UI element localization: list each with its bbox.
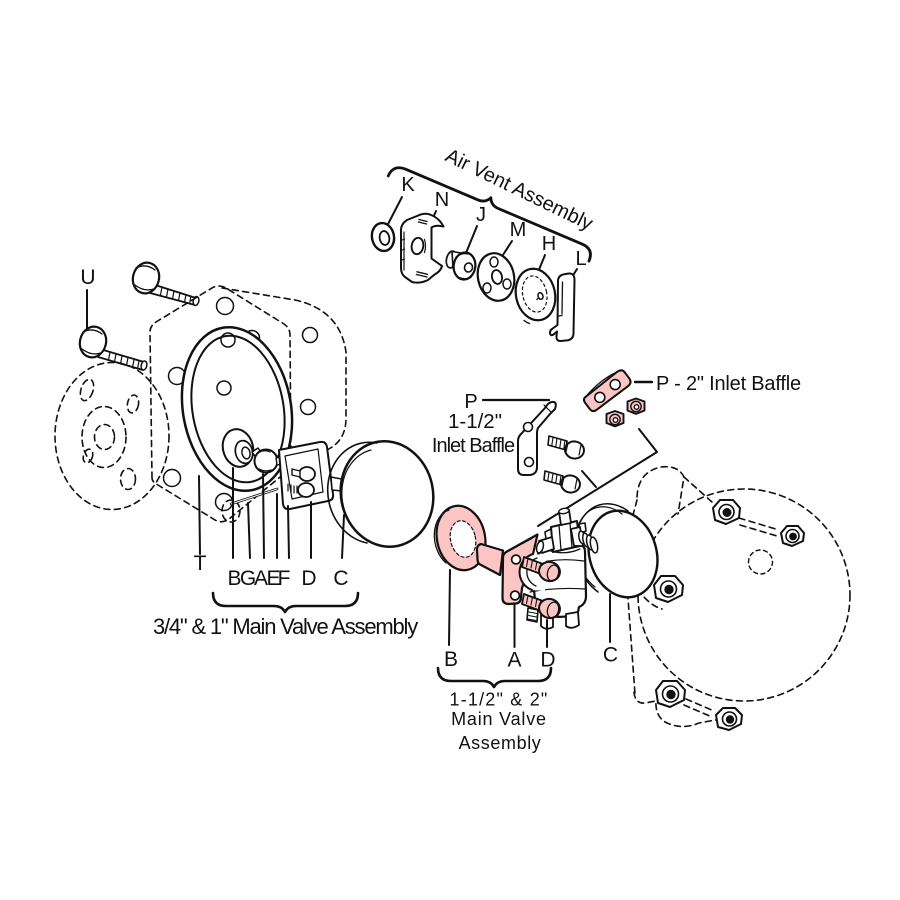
svg-text:1-1/2": 1-1/2" [448,410,502,433]
svg-text:C: C [333,567,348,590]
svg-text:A: A [254,567,268,590]
svg-text:J: J [476,204,486,226]
svg-text:U: U [80,266,95,289]
svg-text:M: M [510,219,527,241]
svg-text:C: C [603,644,618,667]
svg-text:3/4" & 1" Main Valve Assembly: 3/4" & 1" Main Valve Assembly [153,614,418,639]
svg-text:P: P [464,391,477,413]
svg-text:Assembly: Assembly [459,733,542,753]
svg-text:B: B [227,567,241,590]
svg-text:K: K [401,174,415,196]
svg-text:E: E [266,567,280,590]
svg-text:1-1/2" & 2": 1-1/2" & 2" [449,690,548,710]
svg-text:L: L [575,248,586,270]
svg-text:N: N [435,189,449,211]
svg-text:H: H [542,233,556,255]
svg-text:G: G [240,567,256,590]
svg-text:Main Valve: Main Valve [451,709,547,729]
svg-text:F: F [278,567,291,590]
svg-text:A: A [507,649,521,672]
svg-text:Inlet Baffle: Inlet Baffle [432,435,515,457]
svg-text:D: D [540,649,555,672]
svg-text:T: T [194,552,207,575]
svg-text:B: B [444,648,458,671]
svg-text:P - 2" Inlet Baffle: P - 2" Inlet Baffle [656,373,801,395]
svg-text:D: D [301,567,316,590]
